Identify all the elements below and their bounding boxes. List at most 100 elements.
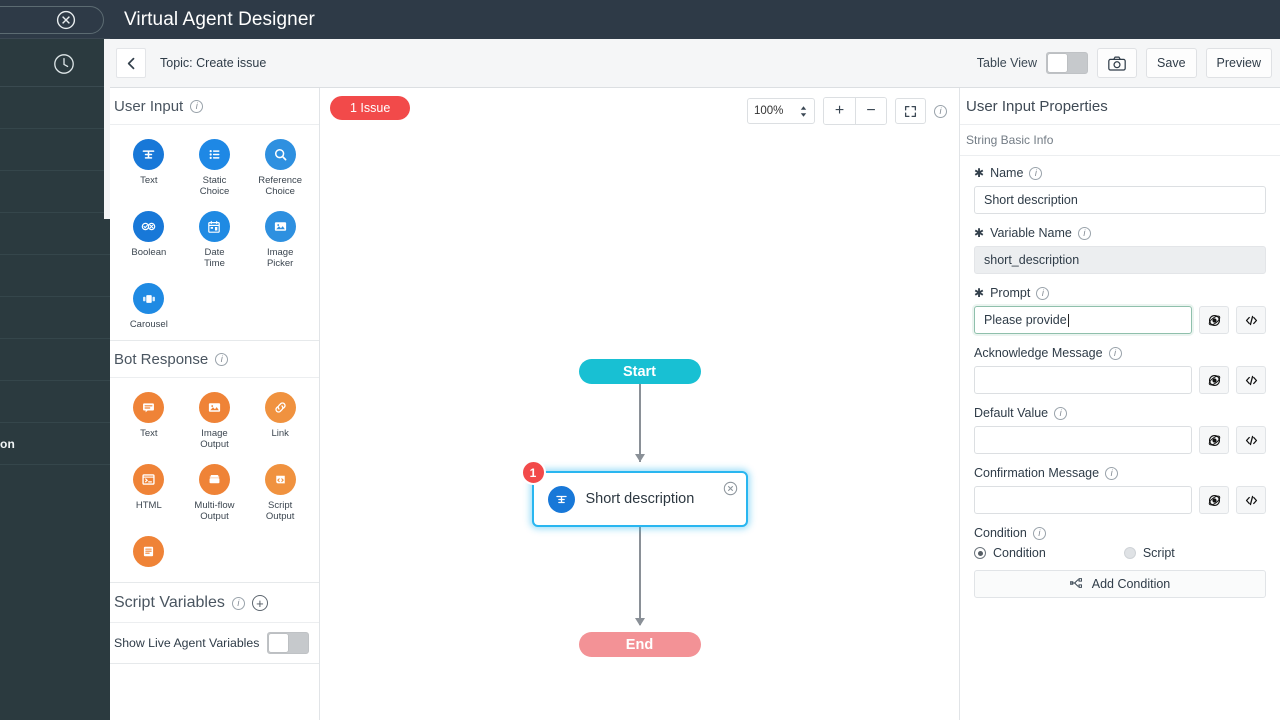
- palette-item-bot-text[interactable]: Text: [116, 388, 182, 456]
- shell-nav-row[interactable]: [0, 297, 110, 339]
- flow-canvas[interactable]: 1 Issue 100% + − i: [320, 88, 960, 720]
- info-icon[interactable]: i: [215, 353, 229, 366]
- info-icon[interactable]: i: [1036, 286, 1050, 300]
- label-text: Default Value: [974, 406, 1049, 420]
- code-icon[interactable]: [1236, 426, 1266, 454]
- clock-icon[interactable]: [53, 53, 75, 75]
- fit-screen-icon[interactable]: [895, 98, 926, 124]
- carousel-icon: [133, 283, 165, 314]
- shell-nav-row[interactable]: [0, 423, 110, 465]
- shell-scrollbar[interactable]: [104, 39, 110, 219]
- default-value-input[interactable]: [974, 426, 1192, 454]
- list-icon: [198, 139, 230, 170]
- palette-item-boolean[interactable]: Boolean: [116, 207, 182, 275]
- palette-item-label: Text: [140, 175, 158, 186]
- atom-icon[interactable]: [1199, 366, 1229, 394]
- flow-diagram: Start 1 Short description End: [320, 88, 959, 720]
- field-prompt-label: ✱ Prompt i: [974, 286, 1266, 300]
- info-icon[interactable]: i: [1105, 466, 1119, 480]
- field-confirmation-message: Confirmation Message i: [974, 466, 1266, 514]
- flow-node-start[interactable]: Start: [578, 359, 701, 384]
- field-confirmation-message-label: Confirmation Message i: [974, 466, 1266, 480]
- info-icon[interactable]: i: [231, 596, 245, 610]
- show-live-agent-variables-toggle[interactable]: [267, 632, 309, 654]
- atom-icon[interactable]: [1199, 306, 1229, 334]
- code-icon[interactable]: [1236, 306, 1266, 334]
- code-icon[interactable]: [1236, 366, 1266, 394]
- acknowledge-message-input[interactable]: [974, 366, 1192, 394]
- multiflow-icon: [198, 464, 230, 495]
- shell-topbar: [0, 0, 110, 39]
- breadcrumb[interactable]: Topic: Create issue: [160, 56, 267, 70]
- table-view-toggle[interactable]: [1046, 52, 1089, 74]
- script-variables-title: Script Variables: [114, 594, 225, 611]
- close-circle-icon[interactable]: [56, 10, 76, 30]
- shell-nav-row[interactable]: [0, 381, 110, 423]
- required-asterisk: ✱: [974, 166, 985, 180]
- shell-nav-item-partial[interactable]: on: [0, 437, 16, 451]
- radio-condition[interactable]: Condition: [974, 546, 1046, 560]
- node-issue-badge[interactable]: 1: [520, 460, 546, 485]
- plus-circle-icon[interactable]: +: [251, 595, 268, 611]
- shell-nav-row[interactable]: [0, 129, 110, 171]
- preview-button[interactable]: Preview: [1205, 48, 1272, 78]
- shell-nav-row[interactable]: [0, 213, 110, 255]
- palette-item-carousel[interactable]: Carousel: [116, 279, 182, 336]
- user-input-title: User Input: [114, 98, 184, 115]
- shell-nav-row[interactable]: [0, 339, 110, 381]
- chevron-updown-icon[interactable]: [799, 105, 808, 118]
- designer-toolbar: Topic: Create issue Table View Save Prev…: [110, 39, 1280, 88]
- chevron-left-icon[interactable]: [116, 48, 146, 78]
- code-icon[interactable]: [1236, 486, 1266, 514]
- field-variable-name-label: ✱ Variable Name i: [974, 226, 1266, 240]
- confirmation-message-input[interactable]: [974, 486, 1192, 514]
- prompt-input[interactable]: Please provide: [974, 306, 1192, 334]
- zoom-out-button[interactable]: −: [855, 98, 886, 124]
- zoom-level-select[interactable]: 100%: [747, 98, 815, 124]
- info-icon[interactable]: i: [1029, 166, 1043, 180]
- shell-nav-row[interactable]: [0, 255, 110, 297]
- info-icon[interactable]: i: [1032, 526, 1046, 540]
- flow-node-end[interactable]: End: [578, 632, 701, 657]
- zoom-controls: 100% + − i: [747, 97, 947, 125]
- shell-nav-row[interactable]: [0, 87, 110, 129]
- properties-title: User Input Properties: [960, 88, 1280, 125]
- info-icon[interactable]: i: [934, 104, 947, 118]
- flow-node-short-description[interactable]: 1 Short description: [520, 460, 748, 527]
- variable-name-value: short_description: [984, 253, 1080, 267]
- info-icon[interactable]: i: [1054, 406, 1068, 420]
- issue-count-badge[interactable]: 1 Issue: [330, 96, 411, 120]
- radio-script[interactable]: Script: [1123, 546, 1175, 560]
- palette-item-card-output[interactable]: [116, 532, 182, 578]
- add-condition-button[interactable]: Add Condition: [974, 570, 1266, 598]
- html-icon: [133, 464, 165, 495]
- palette-item-html[interactable]: HTML: [116, 460, 182, 528]
- save-button[interactable]: Save: [1146, 48, 1197, 78]
- chat-bubble-icon: [133, 392, 165, 423]
- camera-icon[interactable]: [1097, 48, 1138, 78]
- info-icon[interactable]: i: [190, 100, 204, 113]
- palette-item-link[interactable]: Link: [247, 388, 313, 456]
- atom-icon[interactable]: [1199, 426, 1229, 454]
- zoom-in-button[interactable]: +: [824, 98, 855, 124]
- variable-name-input: short_description: [974, 246, 1266, 274]
- bot-response-section-header: Bot Response i: [110, 340, 319, 378]
- palette-item-text[interactable]: Text: [116, 135, 182, 203]
- info-icon[interactable]: i: [1077, 226, 1091, 240]
- name-input[interactable]: Short description: [974, 186, 1266, 214]
- info-icon[interactable]: i: [1108, 346, 1122, 360]
- atom-icon[interactable]: [1199, 486, 1229, 514]
- close-circle-icon[interactable]: [723, 481, 738, 496]
- edge-start-to-step: [638, 384, 641, 462]
- shell-nav-row[interactable]: [0, 171, 110, 213]
